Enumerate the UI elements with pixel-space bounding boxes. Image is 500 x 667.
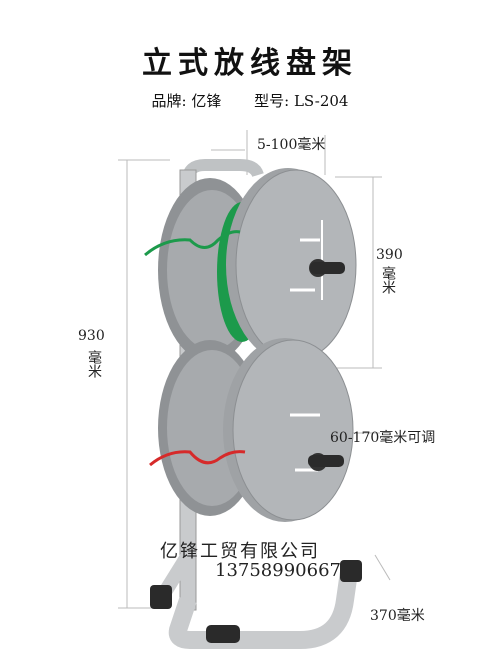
top-width-label: 5-100毫米 xyxy=(257,137,326,153)
height-value: 930 xyxy=(78,328,105,344)
casters xyxy=(150,560,362,643)
company-name: 亿锋工贸有限公司 xyxy=(160,541,320,562)
red-wire xyxy=(149,450,246,467)
phone-number: 13758990667 xyxy=(215,560,341,581)
brand-label: 品牌: 亿锋 xyxy=(151,92,222,110)
reel-diameter-unit: 毫米 xyxy=(380,266,396,294)
product-subline: 品牌: 亿锋 型号: LS-204 xyxy=(0,90,500,111)
reel-diameter-value: 390 xyxy=(376,247,403,263)
product-title: 立式放线盘架 xyxy=(142,46,358,81)
green-wire xyxy=(144,230,241,257)
height-unit: 毫米 xyxy=(86,350,102,378)
adjust-range-label: 60-170毫米可调 xyxy=(330,430,436,446)
model-label: 型号: LS-204 xyxy=(254,92,349,110)
lower-reel-front xyxy=(223,338,354,522)
upper-reel-front xyxy=(226,168,357,362)
base-width-label: 370毫米 xyxy=(370,608,425,624)
